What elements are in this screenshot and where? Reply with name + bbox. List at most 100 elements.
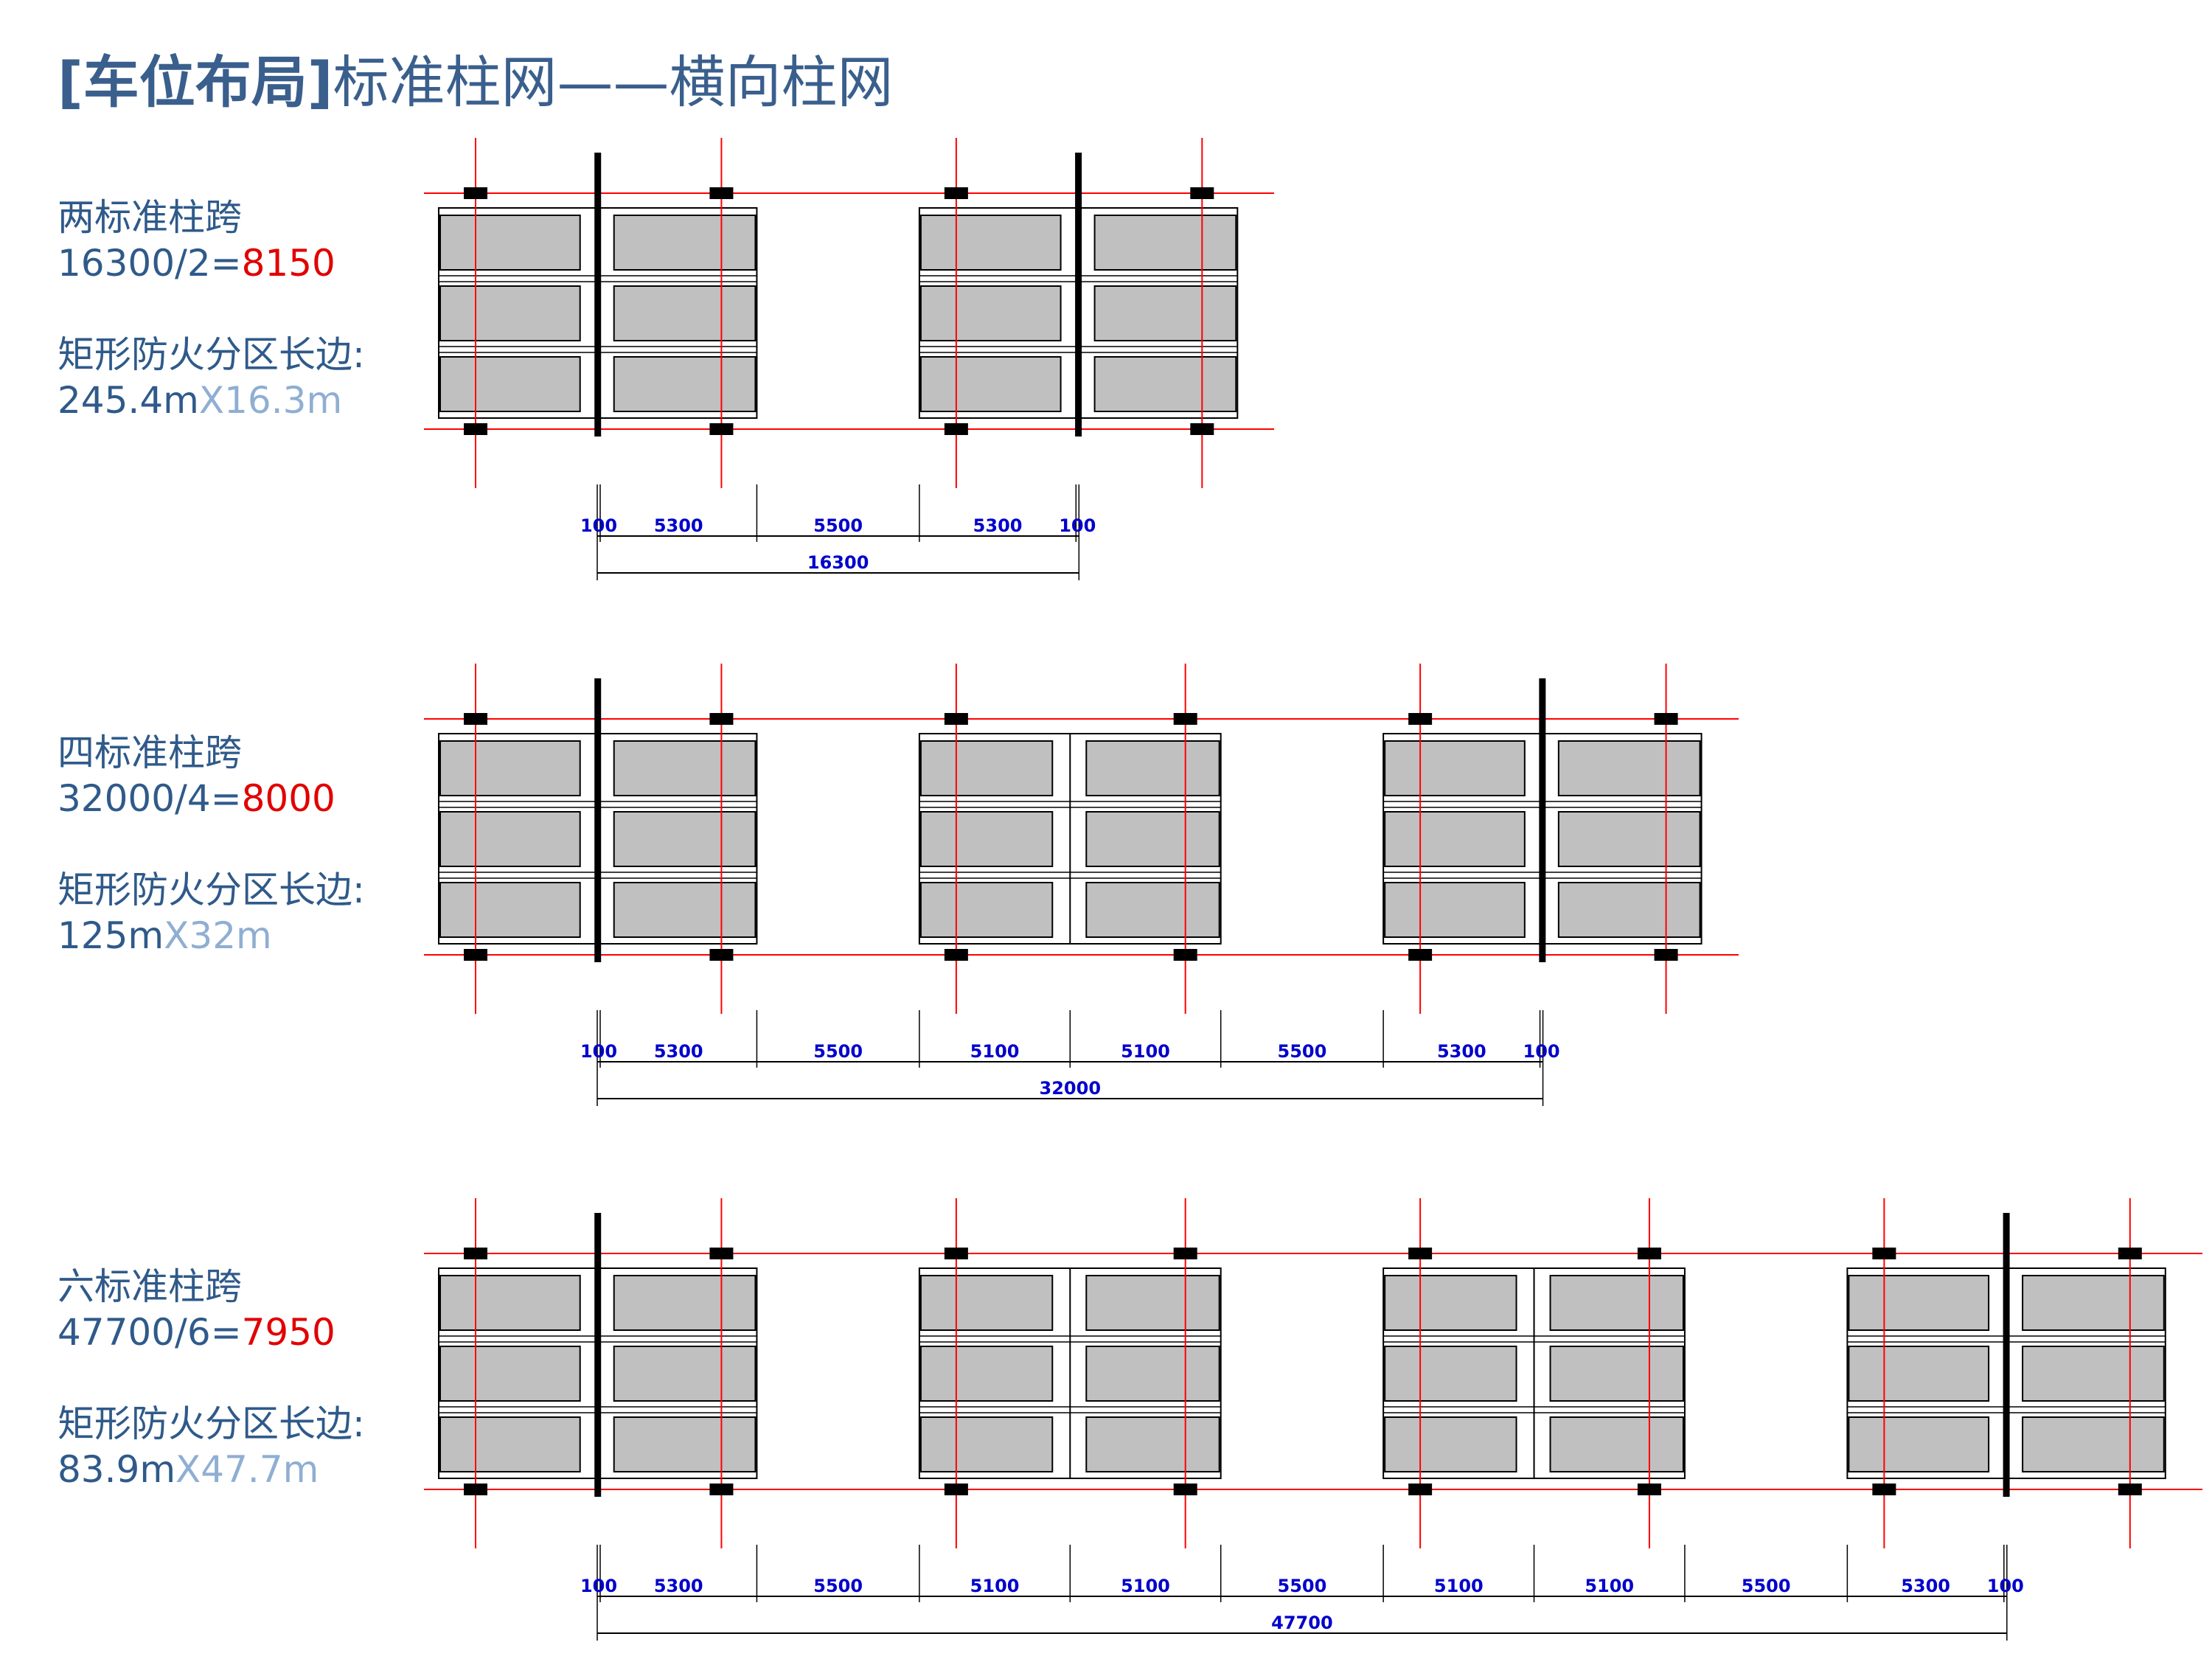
parking-stall xyxy=(613,1275,757,1331)
column-mark xyxy=(709,187,734,199)
layout-result: 8150 xyxy=(241,242,335,285)
zone-short: X16.3m xyxy=(198,379,343,422)
dimension-label: 5100 xyxy=(1434,1576,1484,1596)
zone-long: 83.9m xyxy=(58,1448,176,1491)
column-mark xyxy=(1654,713,1678,725)
parking-stall xyxy=(1085,882,1220,938)
column-mark xyxy=(709,713,734,725)
parking-stall xyxy=(1384,740,1526,796)
column-mark xyxy=(1408,713,1433,725)
column-mark xyxy=(464,1484,487,1495)
parking-stall xyxy=(919,1275,1054,1331)
dimension-label: 5100 xyxy=(970,1041,1020,1062)
dimension-label: 100 xyxy=(580,1041,617,1062)
column-mark xyxy=(1173,949,1197,961)
layout-label-4: 四标准柱跨 32000/4=8000 矩形防火分区长边: 125mX32m xyxy=(58,730,365,959)
dimension-label: 5500 xyxy=(813,515,863,536)
dimension-label: 5300 xyxy=(1437,1041,1486,1062)
column-mark xyxy=(2118,1484,2142,1495)
parking-stall xyxy=(1557,882,1701,938)
parking-stall xyxy=(439,882,581,938)
layout-name: 四标准柱跨 xyxy=(58,731,242,774)
parking-stall xyxy=(1093,356,1237,412)
parking-stall xyxy=(2022,1346,2165,1402)
dimension-label: 5500 xyxy=(813,1576,863,1596)
column-mark xyxy=(1173,713,1197,725)
layout-label-6: 六标准柱跨 47700/6=7950 矩形防火分区长边: 83.9mX47.7m xyxy=(58,1264,365,1492)
dimension-label: 100 xyxy=(1987,1576,2024,1596)
dimension-label: 100 xyxy=(580,515,617,536)
layout-result: 8000 xyxy=(241,777,335,820)
column-mark xyxy=(1654,949,1678,961)
column-mark xyxy=(1173,1484,1197,1495)
dimension-label: 100 xyxy=(580,1576,617,1596)
parking-stall xyxy=(1085,1416,1220,1472)
column-mark xyxy=(944,1484,968,1495)
total-dimension-label: 47700 xyxy=(1271,1613,1333,1633)
layout-label-2: 两标准柱跨 16300/2=8150 矩形防火分区长边: 245.4mX16.3… xyxy=(58,195,365,423)
parking-stall xyxy=(613,285,757,341)
column-mark xyxy=(1408,1248,1433,1259)
dimension-label: 100 xyxy=(1059,515,1096,536)
parking-stall xyxy=(1549,1275,1684,1331)
column-mark xyxy=(1408,1484,1433,1495)
dimension-label: 5500 xyxy=(1278,1576,1327,1596)
dimension-label: 5300 xyxy=(973,515,1023,536)
dimension-label: 5300 xyxy=(654,1576,703,1596)
parking-stall xyxy=(613,1346,757,1402)
dimension-label: 5100 xyxy=(1121,1041,1170,1062)
column-mark xyxy=(1872,1248,1896,1259)
parking-stall xyxy=(613,1416,757,1472)
parking-stall xyxy=(1093,215,1237,271)
column-mark xyxy=(1872,1484,1896,1495)
column-mark xyxy=(464,949,487,961)
parking-stall xyxy=(439,215,581,271)
column-mark xyxy=(709,1484,734,1495)
parking-stall xyxy=(1384,1346,1517,1402)
parking-stall xyxy=(439,740,581,796)
parking-stall xyxy=(1384,811,1526,867)
column-mark xyxy=(1173,1248,1197,1259)
column-mark xyxy=(709,1248,734,1259)
column-mark xyxy=(464,423,487,435)
parking-stall xyxy=(2022,1416,2165,1472)
parking-stall xyxy=(1557,811,1701,867)
total-dimension-label: 32000 xyxy=(1040,1078,1102,1099)
column-mark xyxy=(1637,1248,1661,1259)
dimension-label: 5300 xyxy=(654,1041,703,1062)
zone-short: X32m xyxy=(164,914,272,957)
parking-stall xyxy=(1848,1416,1990,1472)
parking-stall xyxy=(613,356,757,412)
layout-formula: 32000/4= xyxy=(58,777,242,820)
parking-stall xyxy=(1384,882,1526,938)
column-mark xyxy=(709,949,734,961)
parking-stall xyxy=(919,740,1054,796)
dimension-label: 5100 xyxy=(970,1576,1020,1596)
layout-formula: 16300/2= xyxy=(58,242,242,285)
column-mark xyxy=(1190,187,1214,199)
title-tag: [车位布局] xyxy=(58,49,333,115)
column-mark xyxy=(1190,423,1214,435)
parking-stall xyxy=(1384,1275,1517,1331)
dimension-label: 5100 xyxy=(1585,1576,1634,1596)
parking-stall xyxy=(919,882,1054,938)
parking-stall xyxy=(613,882,757,938)
title-text: 标准柱网——横向柱网 xyxy=(333,49,894,115)
column-mark xyxy=(464,187,487,199)
column-mark xyxy=(709,423,734,435)
parking-stall xyxy=(613,740,757,796)
column-mark xyxy=(464,713,487,725)
zone-label: 矩形防火分区长边: xyxy=(58,869,365,911)
parking-stall xyxy=(1085,1275,1220,1331)
parking-stall xyxy=(919,1346,1054,1402)
zone-label: 矩形防火分区长边: xyxy=(58,1402,365,1445)
parking-stall xyxy=(919,215,1062,271)
dimension-label: 5100 xyxy=(1121,1576,1170,1596)
zone-long: 245.4m xyxy=(58,379,199,422)
parking-stall xyxy=(613,811,757,867)
parking-stall xyxy=(919,811,1054,867)
column-mark xyxy=(944,949,968,961)
column-mark xyxy=(944,187,968,199)
dimension-label: 5300 xyxy=(654,515,703,536)
